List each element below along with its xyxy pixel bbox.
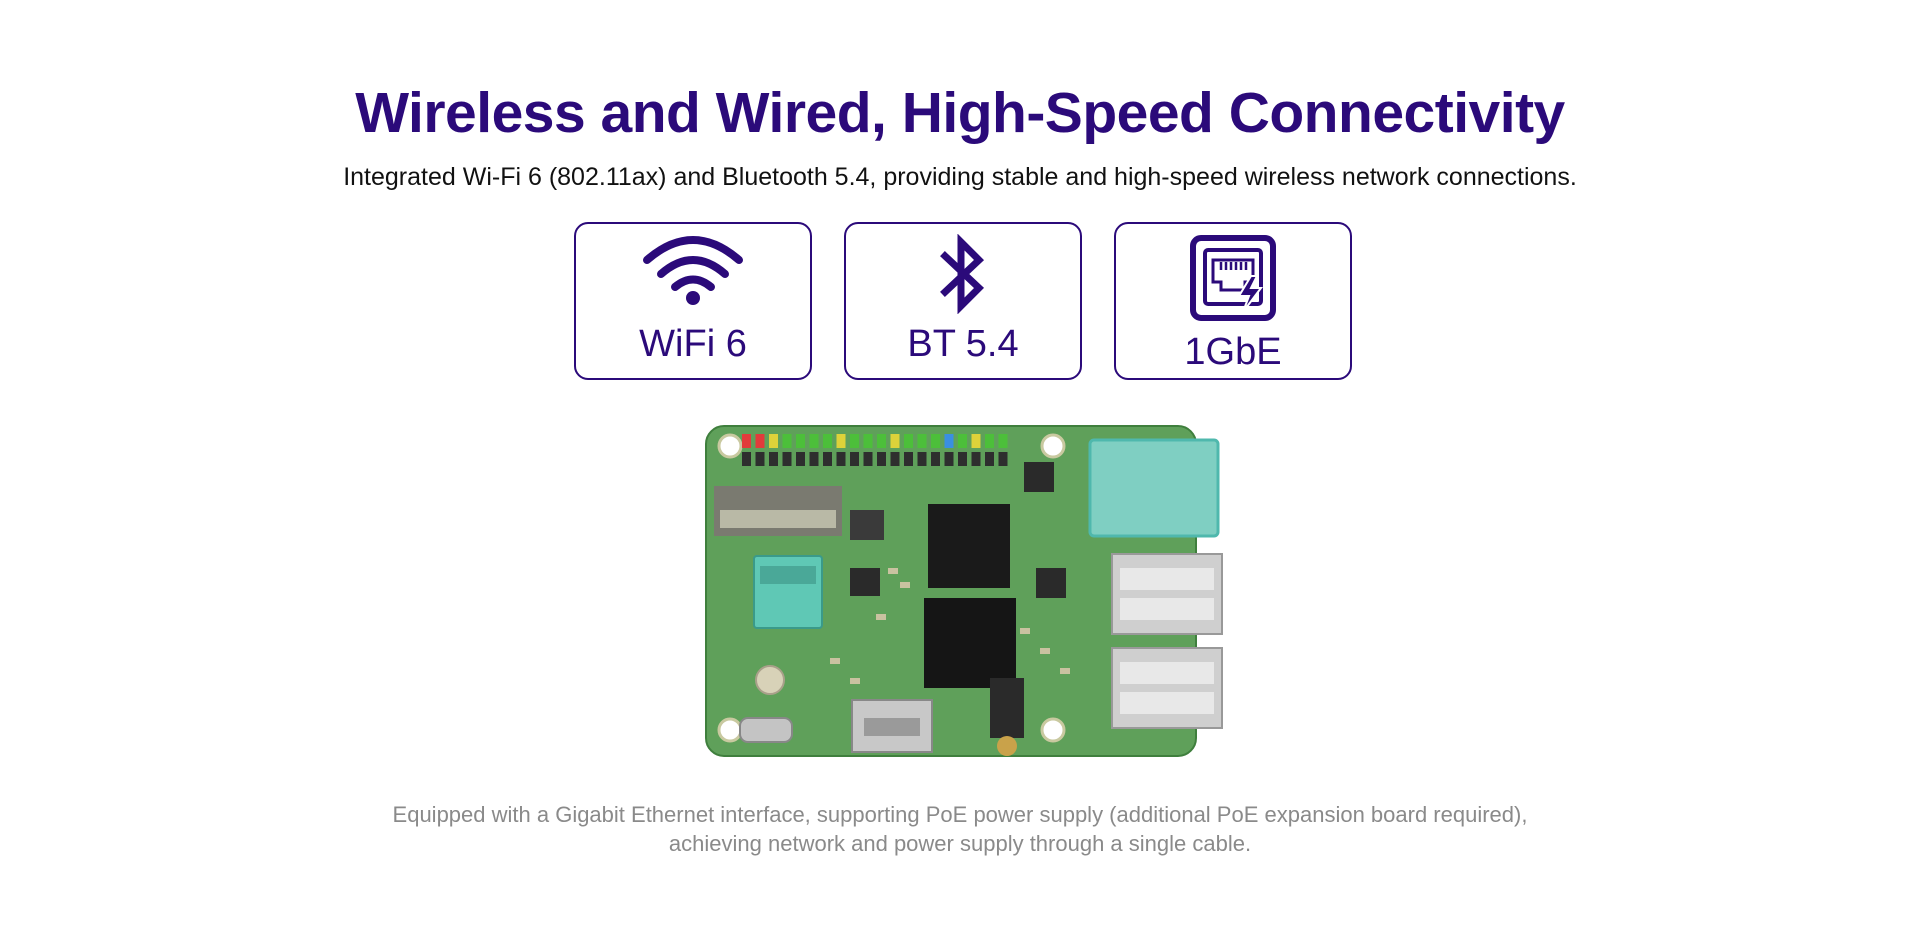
badge-ethernet: 1GbE: [1114, 222, 1352, 380]
gpio-pin: [971, 452, 981, 466]
gpio-pin: [931, 452, 940, 466]
gpio-pin: [998, 434, 1008, 448]
gpio-pin: [769, 434, 778, 448]
gpio-pin: [904, 452, 913, 466]
gpio-pin: [863, 452, 873, 466]
gpio-pin: [836, 452, 846, 466]
wifi-icon: [576, 234, 810, 314]
badge-bluetooth: BT 5.4: [844, 222, 1082, 380]
board-image: [700, 418, 1240, 778]
connectivity-badges: WiFi 6 BT 5.4 1GbE: [574, 222, 1352, 382]
gpio-pin: [823, 434, 832, 448]
gpio-pin: [742, 452, 751, 466]
ethernet-icon: [1116, 234, 1350, 321]
footnote-text: Equipped with a Gigabit Ethernet interfa…: [392, 802, 1528, 856]
gpio-pin: [755, 452, 765, 466]
gpio-pin: [958, 452, 967, 466]
gpio-pin: [998, 452, 1008, 466]
badge-wifi: WiFi 6: [574, 222, 812, 380]
gpio-pin: [890, 452, 900, 466]
gpio-pin: [809, 452, 819, 466]
gpio-pin: [863, 434, 873, 448]
gpio-pin: [836, 434, 846, 448]
gpio-pin: [877, 434, 886, 448]
gpio-pin: [823, 452, 832, 466]
gpio-pin: [971, 434, 981, 448]
gpio-pin: [944, 434, 954, 448]
gpio-pin: [782, 452, 792, 466]
gpio-pin: [742, 434, 751, 448]
gpio-pin: [890, 434, 900, 448]
gpio-pin: [769, 452, 778, 466]
page-subtitle: Integrated Wi-Fi 6 (802.11ax) and Blueto…: [343, 163, 1577, 191]
gpio-pin: [877, 452, 886, 466]
gpio-pin: [850, 434, 859, 448]
gpio-pin: [944, 452, 954, 466]
gpio-pin: [850, 452, 859, 466]
gpio-pin: [755, 434, 765, 448]
gpio-pin: [917, 434, 927, 448]
bluetooth-icon: [846, 234, 1080, 314]
gpio-pin: [985, 452, 994, 466]
gpio-pin: [796, 452, 805, 466]
badge-label: 1GbE: [1184, 331, 1282, 373]
board-illustration: [705, 425, 1223, 757]
gpio-pin: [985, 434, 994, 448]
badge-label: BT 5.4: [907, 323, 1019, 365]
gpio-pin: [809, 434, 819, 448]
gpio-pin: [782, 434, 792, 448]
gpio-pin: [796, 434, 805, 448]
gpio-pin: [904, 434, 913, 448]
gpio-pin: [931, 434, 940, 448]
gpio-pin: [917, 452, 927, 466]
badge-label: WiFi 6: [639, 323, 747, 365]
page-title: Wireless and Wired, High-Speed Connectiv…: [355, 81, 1565, 145]
gpio-pin: [958, 434, 967, 448]
